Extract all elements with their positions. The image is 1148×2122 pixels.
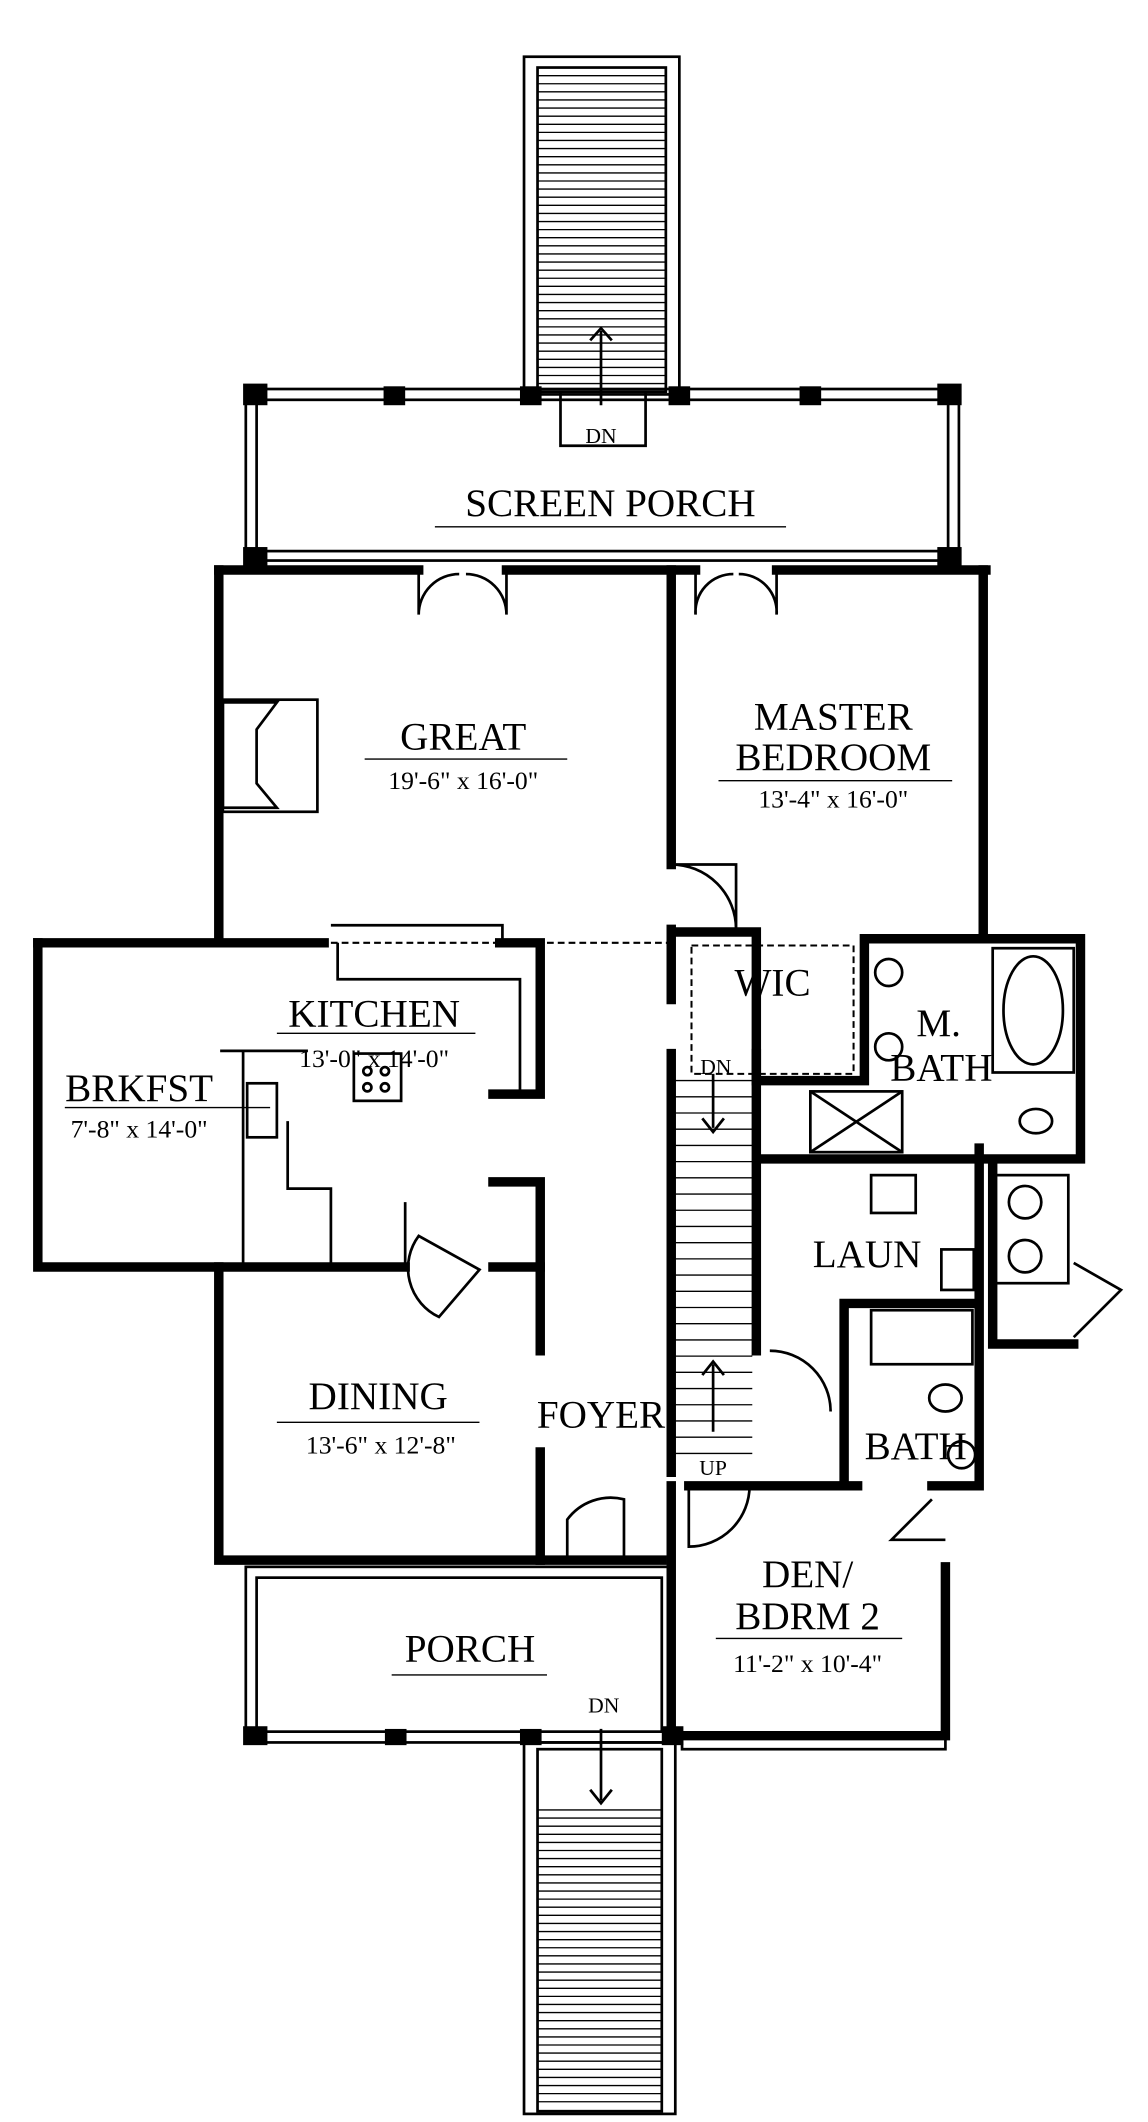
laun-label: LAUN <box>813 1233 922 1276</box>
front-porch <box>243 1565 947 1751</box>
porch-label: PORCH <box>405 1627 536 1670</box>
screen-porch-label: SCREEN PORCH <box>465 482 755 525</box>
front-stairs <box>522 1728 677 2116</box>
fireplace <box>221 698 319 814</box>
master-label-2: BEDROOM <box>735 736 931 779</box>
bottom-dn-label: DN <box>588 1694 620 1718</box>
brkfst-size: 7'-8" x 14'-0" <box>71 1114 208 1143</box>
den-label-2: BDRM 2 <box>735 1595 880 1638</box>
doors <box>417 570 1124 1561</box>
kitchen-size: 13'-0" x 14'-0" <box>299 1044 449 1073</box>
kitchen-fixtures <box>220 923 522 1319</box>
brkfst-label: BRKFST <box>65 1067 213 1110</box>
dining-size: 13'-6" x 12'-8" <box>306 1430 456 1459</box>
inner-dn-label: DN <box>700 1055 732 1079</box>
top-dn-label: DN <box>585 424 617 448</box>
room-labels: SCREEN PORCH DN GREAT 19'-6" x 16'-0" MA… <box>64 424 992 1718</box>
kitchen-label: KITCHEN <box>288 993 460 1036</box>
rear-stairs <box>522 55 681 406</box>
screen-porch <box>243 383 962 566</box>
interior-stair <box>675 1073 753 1455</box>
foyer-label: FOYER <box>537 1394 666 1437</box>
dining-label: DINING <box>309 1375 448 1418</box>
mbath-label-1: M. <box>916 1002 961 1045</box>
bath-fixtures <box>690 944 1076 1470</box>
great-label: GREAT <box>400 716 526 759</box>
up-label: UP <box>699 1456 727 1480</box>
mbath-label-2: BATH <box>890 1047 992 1090</box>
den-label-1: DEN/ <box>762 1553 853 1596</box>
bath-label: BATH <box>865 1425 967 1468</box>
den-size: 11'-2" x 10'-4" <box>733 1649 882 1678</box>
master-label-1: MASTER <box>754 695 914 738</box>
great-size: 19'-6" x 16'-0" <box>388 766 538 795</box>
wic-label: WIC <box>734 961 810 1004</box>
master-size: 13'-4" x 16'-0" <box>758 785 908 814</box>
walls <box>33 565 1086 1741</box>
